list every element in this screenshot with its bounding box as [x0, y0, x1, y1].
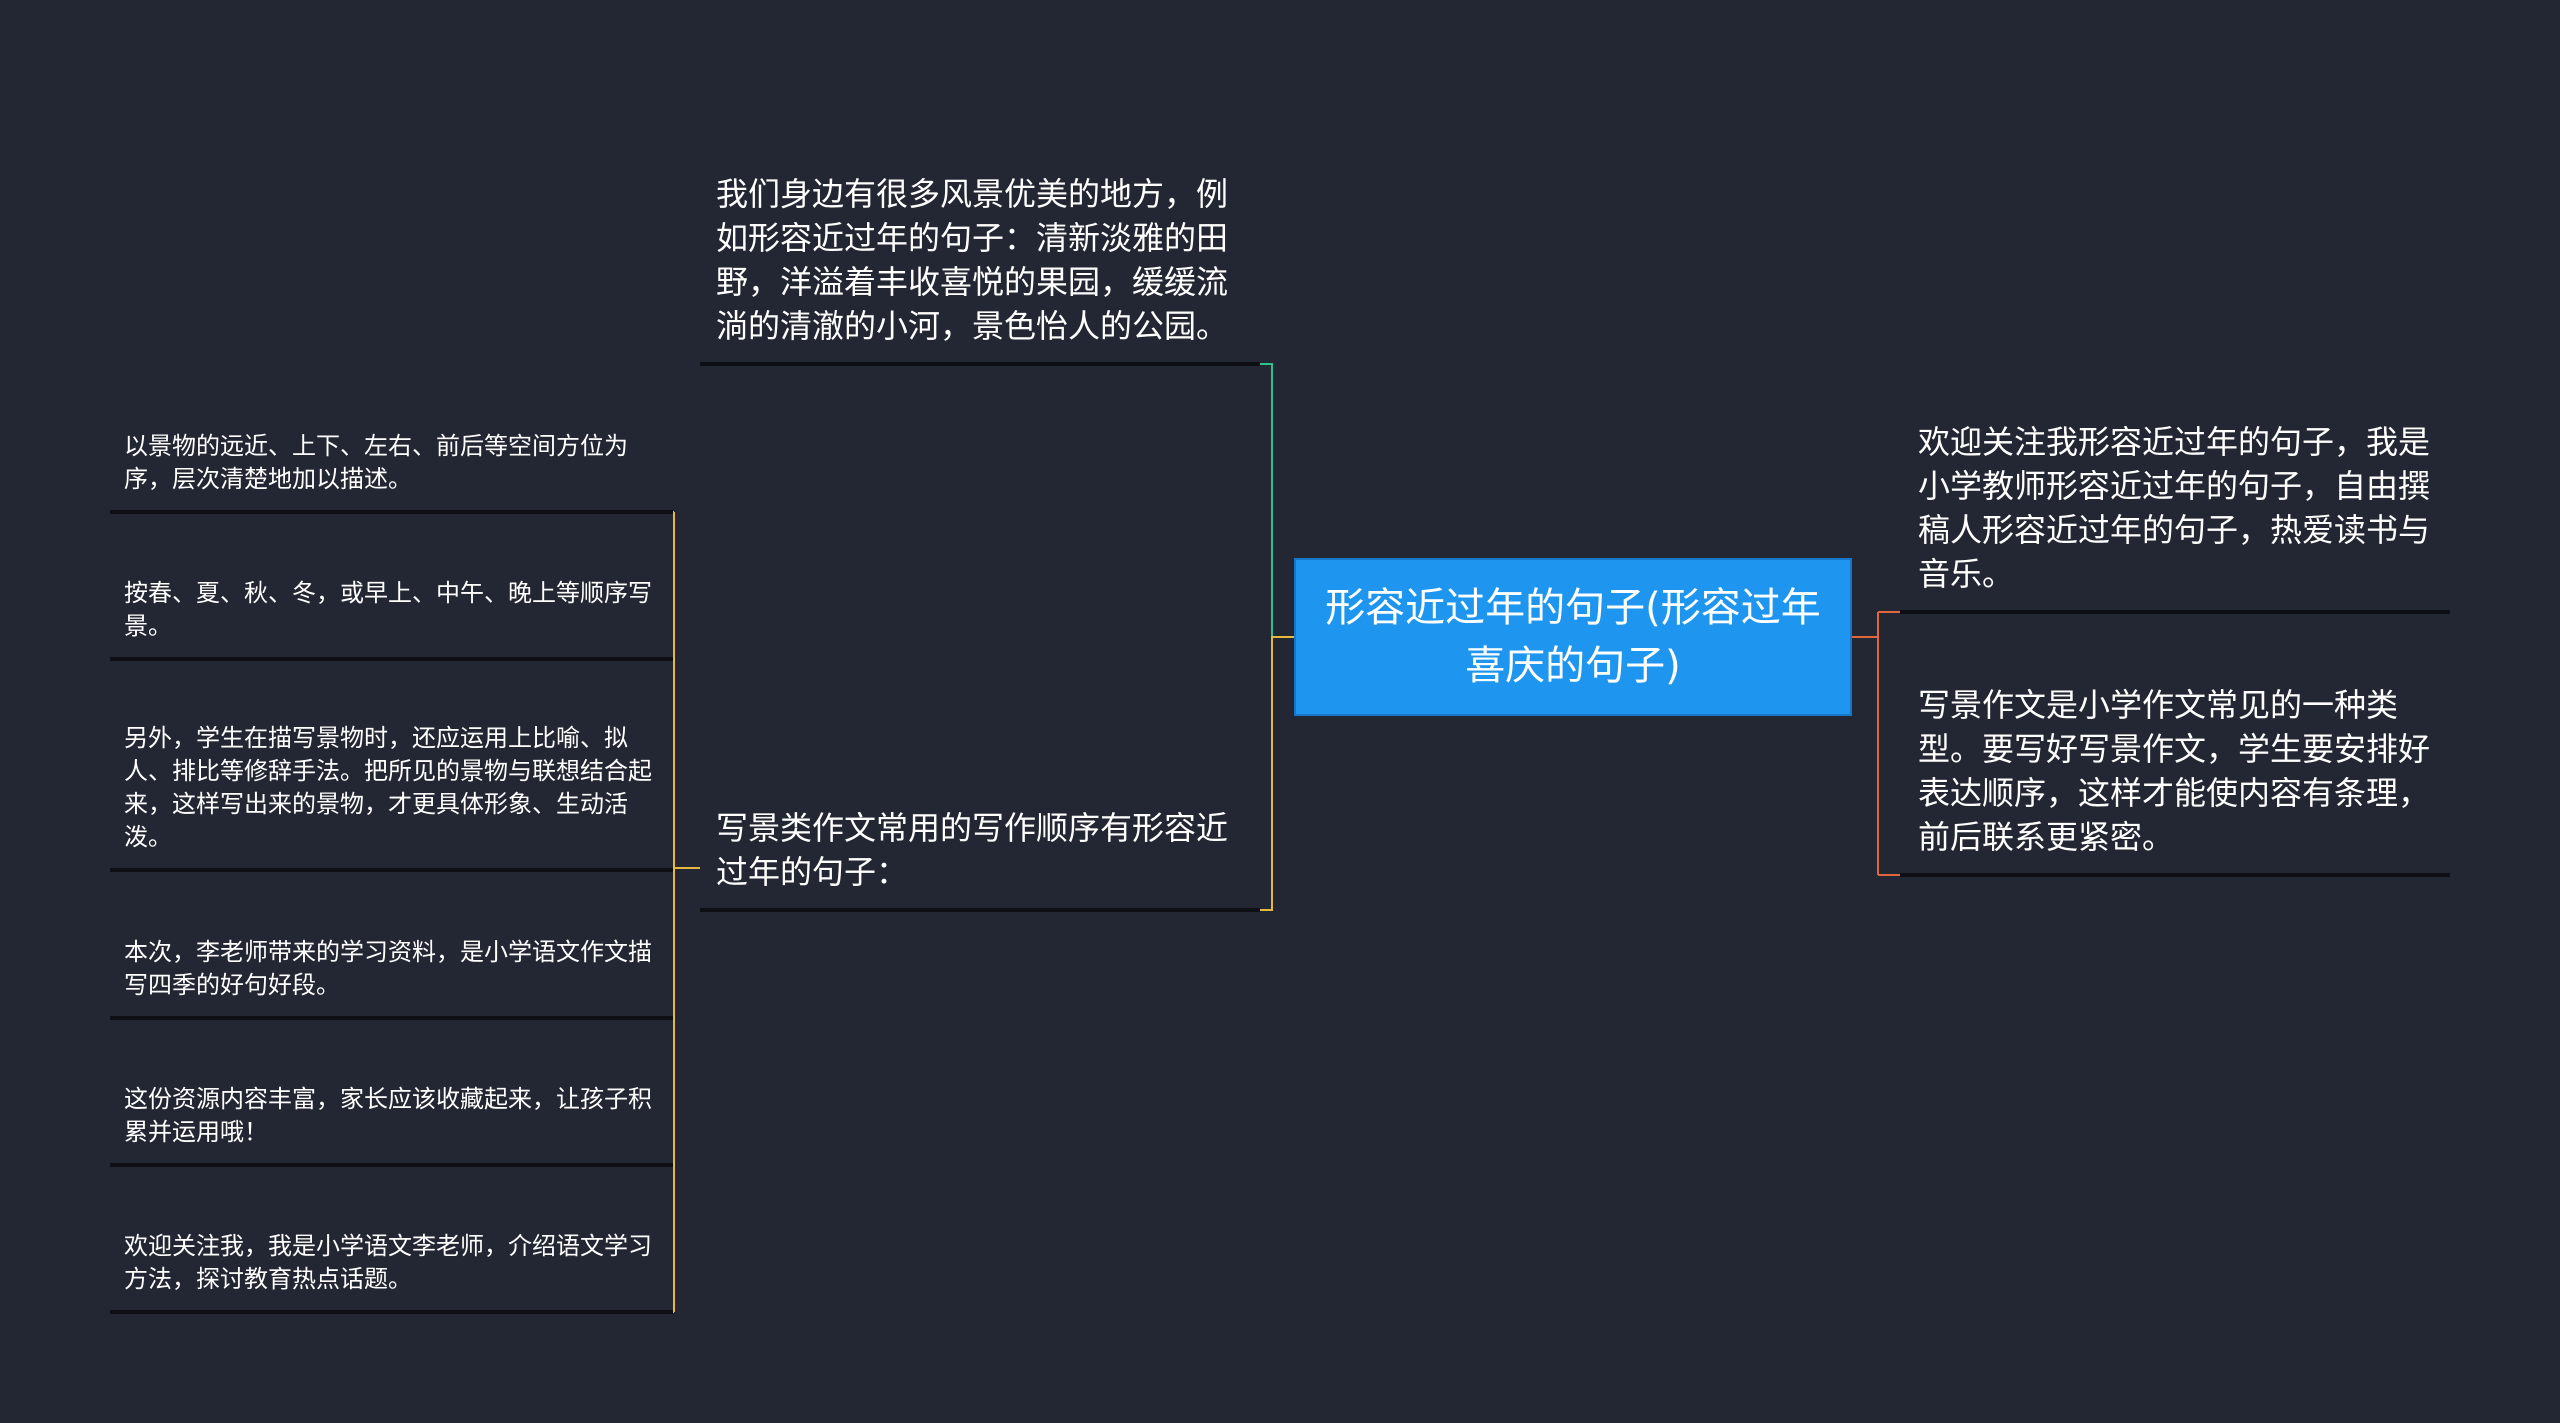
topic-node-follow-teacher[interactable]: 欢迎关注我形容近过年的句子，我是小学教师形容近过年的句子，自由撰稿人形容近过年的… — [1900, 405, 2450, 614]
leaf-node-rhetoric[interactable]: 另外，学生在描写景物时，还应运用上比喻、拟人、排比等修辞手法。把所见的景物与联想… — [110, 700, 673, 872]
topic-node-writing-order[interactable]: 写景类作文常用的写作顺序有形容近过年的句子： — [700, 780, 1260, 912]
topic-node-writing-order-text: 写景类作文常用的写作顺序有形容近过年的句子： — [716, 809, 1229, 891]
leaf-node-time-order[interactable]: 按春、夏、秋、冬，或早上、中午、晚上等顺序写景。 — [110, 557, 673, 661]
leaf-node-text: 按春、夏、秋、冬，或早上、中午、晚上等顺序写景。 — [124, 579, 652, 640]
topic-node-follow-teacher-text: 欢迎关注我形容近过年的句子，我是小学教师形容近过年的句子，自由撰稿人形容近过年的… — [1918, 423, 2431, 593]
leaf-node-materials[interactable]: 本次，李老师带来的学习资料，是小学语文作文描写四季的好句好段。 — [110, 916, 673, 1020]
topic-node-intro[interactable]: 我们身边有很多风景优美的地方，例如形容近过年的句子：清新淡雅的田野，洋溢着丰收喜… — [700, 110, 1260, 366]
leaf-node-text: 这份资源内容丰富，家长应该收藏起来，让孩子积累并运用哦！ — [124, 1085, 652, 1146]
leaf-node-collect[interactable]: 这份资源内容丰富，家长应该收藏起来，让孩子积累并运用哦！ — [110, 1063, 673, 1167]
leaf-node-text: 欢迎关注我，我是小学语文李老师，介绍语文学习方法，探讨教育热点话题。 — [124, 1232, 652, 1293]
leaf-node-spatial-order[interactable]: 以景物的远近、上下、左右、前后等空间方位为序，层次清楚地加以描述。 — [110, 410, 673, 514]
topic-node-intro-text: 我们身边有很多风景优美的地方，例如形容近过年的句子：清新淡雅的田野，洋溢着丰收喜… — [716, 175, 1229, 345]
leaf-node-text: 以景物的远近、上下、左右、前后等空间方位为序，层次清楚地加以描述。 — [124, 432, 628, 493]
root-node[interactable]: 形容近过年的句子(形容过年喜庆的句子) — [1294, 558, 1852, 716]
connector-root-right — [1852, 611, 1900, 876]
root-node-title: 形容近过年的句子(形容过年喜庆的句子) — [1325, 585, 1821, 689]
topic-node-scenery-essay-text: 写景作文是小学作文常见的一种类型。要写好写景作文，学生要安排好表达顺序，这样才能… — [1918, 686, 2431, 856]
leaf-node-follow[interactable]: 欢迎关注我，我是小学语文李老师，介绍语文学习方法，探讨教育热点话题。 — [110, 1210, 673, 1314]
leaf-node-text: 另外，学生在描写景物时，还应运用上比喻、拟人、排比等修辞手法。把所见的景物与联想… — [124, 724, 652, 851]
topic-node-scenery-essay[interactable]: 写景作文是小学作文常见的一种类型。要写好写景作文，学生要安排好表达顺序，这样才能… — [1900, 668, 2450, 877]
leaf-node-text: 本次，李老师带来的学习资料，是小学语文作文描写四季的好句好段。 — [124, 938, 652, 999]
connector-root-intro — [1246, 363, 1294, 638]
